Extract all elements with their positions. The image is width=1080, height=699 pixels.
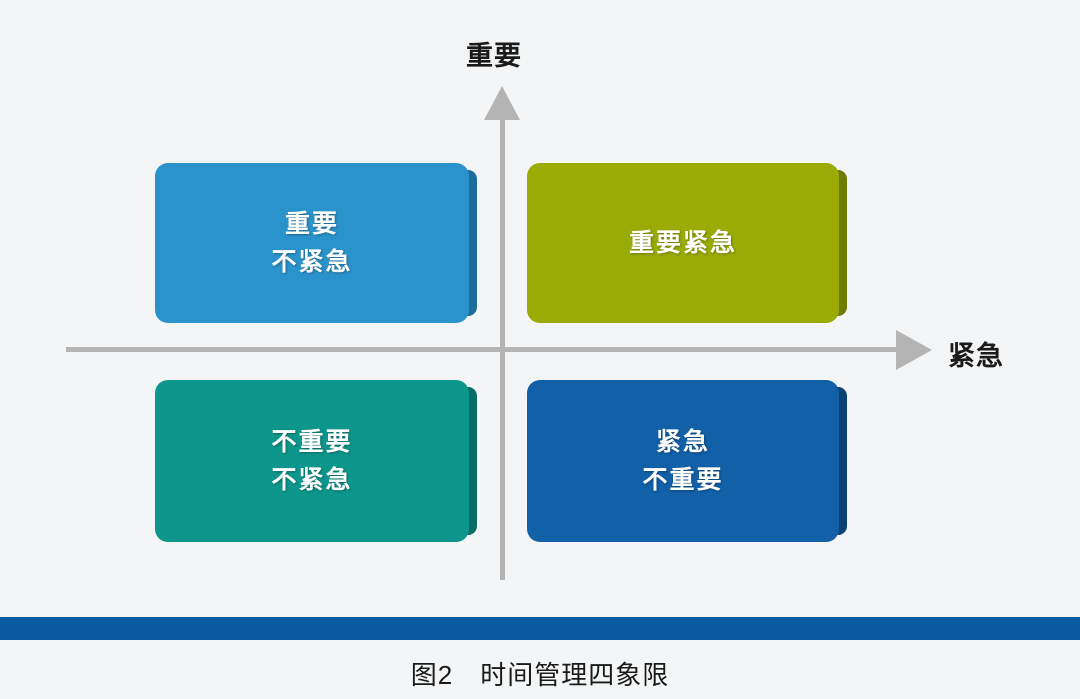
quadrant-not-important-not-urgent[interactable]: 不重要 不紧急: [155, 380, 477, 542]
quadrant-label-line: 紧急: [655, 428, 710, 456]
horizontal-axis-arrow-icon: [896, 330, 932, 370]
vertical-axis-line: [500, 110, 505, 580]
quadrant-urgent-not-important[interactable]: 紧急 不重要: [527, 380, 847, 542]
bottom-divider-bar: [0, 617, 1080, 640]
quadrant-important-not-urgent[interactable]: 重要 不紧急: [155, 163, 477, 323]
horizontal-axis-line: [66, 347, 904, 352]
quadrant-label-line: 不重要: [271, 428, 353, 456]
quadrant-label-line: 不重要: [642, 466, 724, 494]
quadrant-label-line: 不紧急: [271, 466, 353, 494]
quadrant-label-line: 重要: [284, 210, 339, 238]
figure-caption: 图2 时间管理四象限: [410, 660, 670, 690]
horizontal-axis-label: 紧急: [948, 341, 1004, 371]
quadrant-label-line: 重要紧急: [628, 229, 737, 257]
vertical-axis-label: 重要: [466, 41, 522, 71]
quadrant-important-urgent[interactable]: 重要紧急: [527, 163, 847, 323]
quadrant-label-line: 不紧急: [271, 248, 353, 276]
vertical-axis-arrow-icon: [484, 86, 520, 120]
